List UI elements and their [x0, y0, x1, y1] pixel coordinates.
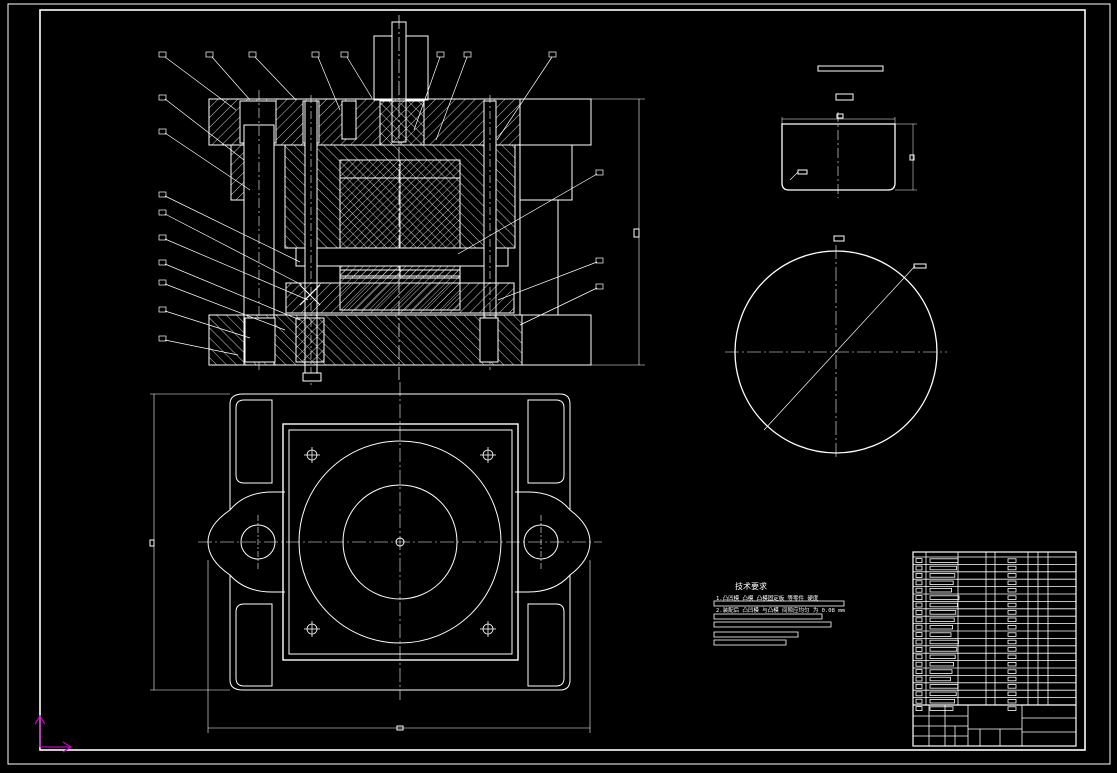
front-section-view — [208, 15, 645, 385]
bom-row-marker — [915, 691, 923, 697]
bom-row-marker — [915, 684, 923, 689]
bom-row-text — [929, 676, 951, 682]
bom-row-marker — [915, 573, 923, 578]
bom-row-text — [929, 610, 957, 615]
bom-row-text — [929, 573, 956, 578]
bom-row-text — [929, 654, 956, 659]
bom-row-marker — [915, 617, 923, 623]
bom-row-marker — [915, 587, 923, 593]
bom-row-qty — [1007, 595, 1017, 600]
note-line-2: 2.装配后 凸凹模 与凸模 间隙应均匀 为 0.08 mm — [716, 606, 846, 614]
bom-row-marker — [915, 558, 923, 563]
ucs-icon — [34, 714, 73, 753]
bom-row-qty — [1007, 647, 1017, 652]
bom-row-qty — [1007, 632, 1017, 637]
bom-row-text — [929, 706, 954, 711]
bom-row-text — [929, 617, 955, 622]
technical-notes: 技术要求 1.凸凹模 凸模 凸模固定板 等零件 硬度 2.装配后 凸凹模 与凸模… — [713, 581, 846, 646]
bom-row-marker — [915, 654, 923, 660]
bom-row-qty — [1007, 699, 1017, 704]
bom-row-text — [929, 565, 957, 571]
bom-row-text — [929, 632, 952, 637]
bom-row-marker — [915, 661, 923, 667]
bom-row-marker — [915, 647, 923, 652]
bom-row-marker — [915, 706, 923, 711]
inner-frame-border — [39, 9, 1086, 751]
bom-row-marker — [915, 669, 923, 674]
bom-row-qty — [1007, 625, 1017, 630]
bom-row-text — [929, 691, 957, 696]
bom-row-text — [929, 647, 958, 652]
bom-row-qty — [1007, 684, 1017, 689]
bom-row-qty — [1007, 565, 1017, 571]
top-plan-view — [149, 382, 602, 733]
bom-row-text — [929, 580, 954, 585]
bom-row-text — [929, 602, 958, 608]
bom-row-marker — [915, 698, 923, 704]
bom-row-qty — [1007, 662, 1017, 667]
bom-row-qty — [1007, 676, 1017, 682]
blank-part-views — [725, 65, 947, 460]
bom-row-marker — [915, 595, 923, 600]
bom-row-marker — [915, 676, 923, 682]
bom-row-text — [929, 588, 953, 593]
note-line-1: 1.凸凹模 凸模 凸模固定板 等零件 硬度 — [716, 594, 819, 602]
bom-row-text — [929, 669, 953, 674]
bom-row-marker — [915, 624, 923, 630]
bom-row-qty — [1007, 580, 1017, 585]
bom-row-text — [929, 595, 960, 600]
bom-row-marker — [915, 632, 923, 637]
bom-row-marker — [915, 610, 923, 615]
bom-row-marker — [915, 639, 923, 645]
bom-row-qty — [1007, 617, 1017, 622]
title-block — [912, 551, 1077, 747]
bom-row-text — [929, 662, 955, 667]
bom-row-marker — [915, 580, 923, 586]
outer-sheet-border — [7, 3, 1111, 765]
bom-row-qty — [1007, 654, 1017, 659]
bom-row-text — [929, 639, 959, 645]
bom-row-qty — [1007, 558, 1017, 563]
bom-row-qty — [1007, 691, 1017, 696]
bom-row-qty — [1007, 669, 1017, 674]
bom-row-marker — [915, 565, 923, 571]
bom-row-qty — [1007, 573, 1017, 578]
bom-row-text — [929, 699, 956, 704]
bom-row-text — [929, 625, 954, 630]
bom-row-qty — [1007, 588, 1017, 593]
bom-row-qty — [1007, 706, 1017, 711]
part-leaders — [158, 51, 604, 356]
bom-row-text — [929, 558, 959, 563]
bom-row-qty — [1007, 602, 1017, 608]
bom-row-qty — [1007, 610, 1017, 615]
bom-row-qty — [1007, 639, 1017, 645]
bom-row-marker — [915, 602, 923, 608]
bom-row-text — [929, 684, 959, 689]
notes-title: 技术要求 — [735, 581, 767, 591]
